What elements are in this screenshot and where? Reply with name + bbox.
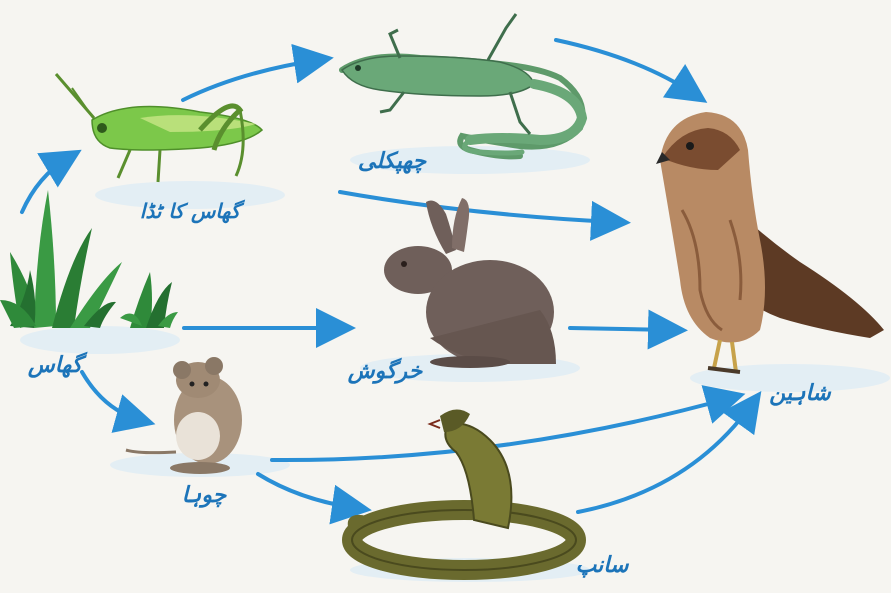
grasshopper-icon — [56, 74, 262, 182]
rabbit-label: خرگوش — [347, 357, 424, 384]
arrow-rabbit-to-hawk — [570, 328, 672, 330]
arrow-mouse-to-snake — [258, 474, 356, 508]
hawk-icon — [656, 112, 884, 372]
snake-icon — [352, 409, 576, 570]
arrow-grass-to-grasshopper — [22, 158, 68, 212]
arrow-grass-to-mouse — [82, 372, 140, 420]
arrow-lizard-to-hawk — [556, 40, 694, 94]
snake-label: سانپ — [576, 553, 630, 578]
arrow-grasshopper-to-lizard — [183, 60, 318, 100]
grasshopper-label: گھاس کا ٹڈا — [140, 199, 246, 224]
arrow-mouse-to-hawk — [272, 398, 730, 460]
arrow-grasshopper-to-hawk — [340, 192, 615, 222]
lizard-label: چھپکلی — [358, 149, 428, 174]
arrow-snake-to-hawk — [578, 404, 752, 512]
rabbit-icon — [384, 198, 556, 368]
lizard-icon — [342, 14, 583, 156]
hawk-label: شاہین — [769, 381, 832, 406]
grass-label: گھاس — [27, 351, 88, 378]
mouse-label: چوہا — [182, 483, 228, 508]
